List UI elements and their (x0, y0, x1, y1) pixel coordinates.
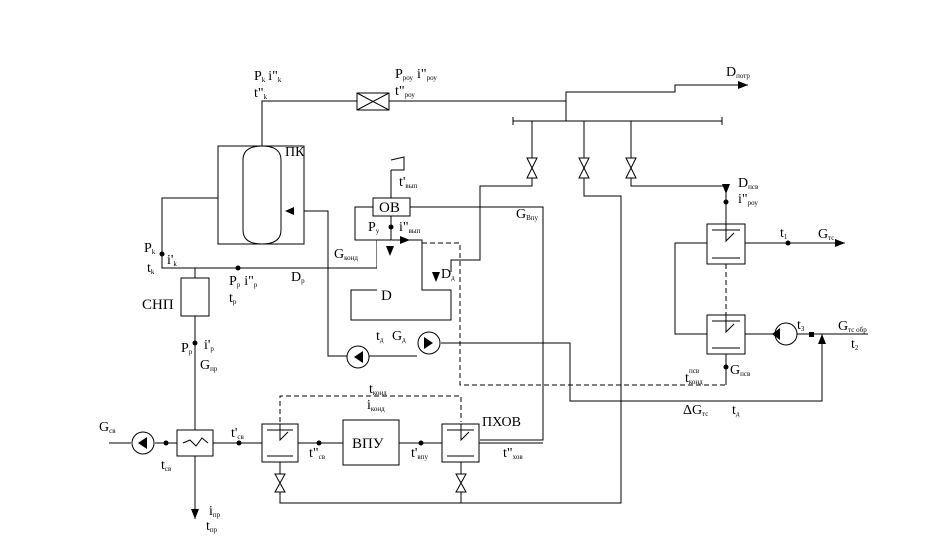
svg-text:Pki"k: Pki"k (254, 69, 282, 84)
rou-unit (356, 92, 390, 111)
pk-label: ПК (285, 145, 305, 160)
svg-text:t'св: t'св (231, 426, 245, 441)
heater-psv-upper (706, 223, 746, 265)
svg-text:t"k: t"k (254, 86, 268, 101)
svg-text:i'р: i'р (204, 338, 214, 353)
svg-text:Pрi"р: Pрi"р (229, 274, 258, 289)
svg-text:t3: t3 (797, 318, 805, 333)
pk-boiler: ПК (217, 145, 305, 245)
valve-4 (274, 473, 286, 493)
svg-text:Pу: Pу (368, 220, 380, 235)
svg-text:Gтс: Gтс (818, 227, 834, 242)
svg-text:Pр: Pр (181, 341, 193, 356)
svg-text:iконд: iконд (367, 398, 385, 413)
svg-text:tсв: tсв (161, 458, 172, 473)
svg-text:t"хов: t"хов (503, 446, 523, 461)
vpu-label: ВПУ (352, 436, 384, 452)
svg-text:Gтс обр: Gтс обр (838, 319, 867, 334)
svg-text:Dр: Dр (291, 270, 305, 285)
svg-text:i"роу: i"роу (738, 192, 758, 207)
svg-text:tд: tд (376, 329, 384, 344)
ob-vent-cooler: ОВ (372, 156, 411, 217)
pipelines (109, 84, 868, 519)
heater-1 (261, 423, 299, 463)
svg-text:t"св: t"св (309, 446, 326, 461)
deaerator: D (350, 239, 452, 321)
heater-psv-lower (706, 314, 746, 355)
snp-label: СНП (142, 297, 174, 313)
heater-pkhov: ПХОВ (441, 415, 521, 463)
svg-text:Gпр: Gпр (200, 358, 218, 373)
svg-text:t2: t2 (851, 337, 859, 352)
svg-text:Pk: Pk (144, 241, 156, 256)
valve-2 (578, 157, 590, 179)
svg-text:Dпсв: Dпсв (738, 176, 759, 191)
pump-gsv (131, 431, 155, 455)
svg-text:Gд: Gд (392, 329, 406, 344)
svg-text:Gпсв: Gпсв (730, 363, 751, 378)
svg-text:t'впу: t'впу (411, 446, 428, 461)
valve-5 (455, 473, 467, 493)
valves (274, 157, 637, 493)
svg-text:tр: tр (229, 291, 237, 306)
heat-exchangers: ПХОВ (176, 223, 746, 463)
svg-text:GВпу: GВпу (516, 207, 539, 222)
pumps (131, 322, 798, 455)
svg-text:Gсв: Gсв (99, 420, 116, 435)
svg-text:tпр: tпр (206, 519, 218, 534)
vpu-unit: ВПУ (342, 419, 400, 466)
svg-text:t"роу: t"роу (395, 84, 415, 99)
svg-text:Gконд: Gконд (334, 247, 358, 262)
valve-3 (625, 157, 637, 179)
heater-sv (176, 429, 214, 457)
svg-text:Dд: Dд (441, 267, 455, 282)
pump-ts (772, 322, 798, 346)
svg-text:i'k: i'k (167, 253, 177, 268)
pump-return (346, 345, 370, 369)
deaerator-label: D (381, 288, 392, 304)
svg-text:i"вып: i"вып (399, 220, 421, 235)
ob-label: ОВ (379, 200, 400, 216)
svg-text:tk: tk (147, 261, 155, 276)
svg-text:tконд: tконд (369, 382, 387, 397)
arrows (191, 81, 845, 519)
pkhov-label: ПХОВ (482, 415, 521, 430)
valve-1 (526, 157, 538, 179)
snp-unit: СНП (142, 277, 210, 317)
svg-text:Dпотр: Dпотр (726, 65, 750, 80)
svg-text:iпр: iпр (209, 504, 221, 519)
dashed-lines (279, 242, 727, 422)
svg-text:t1: t1 (780, 226, 788, 241)
junction-dots (159, 199, 814, 446)
svg-text:псв: псв (689, 367, 700, 375)
svg-text:tд: tд (732, 403, 740, 418)
svg-text:ΔGтс: ΔGтс (683, 403, 708, 418)
svg-text:t'вып: t'вып (399, 175, 417, 190)
pump-gd (417, 331, 441, 355)
svg-text:tконд: tконд (685, 371, 703, 386)
